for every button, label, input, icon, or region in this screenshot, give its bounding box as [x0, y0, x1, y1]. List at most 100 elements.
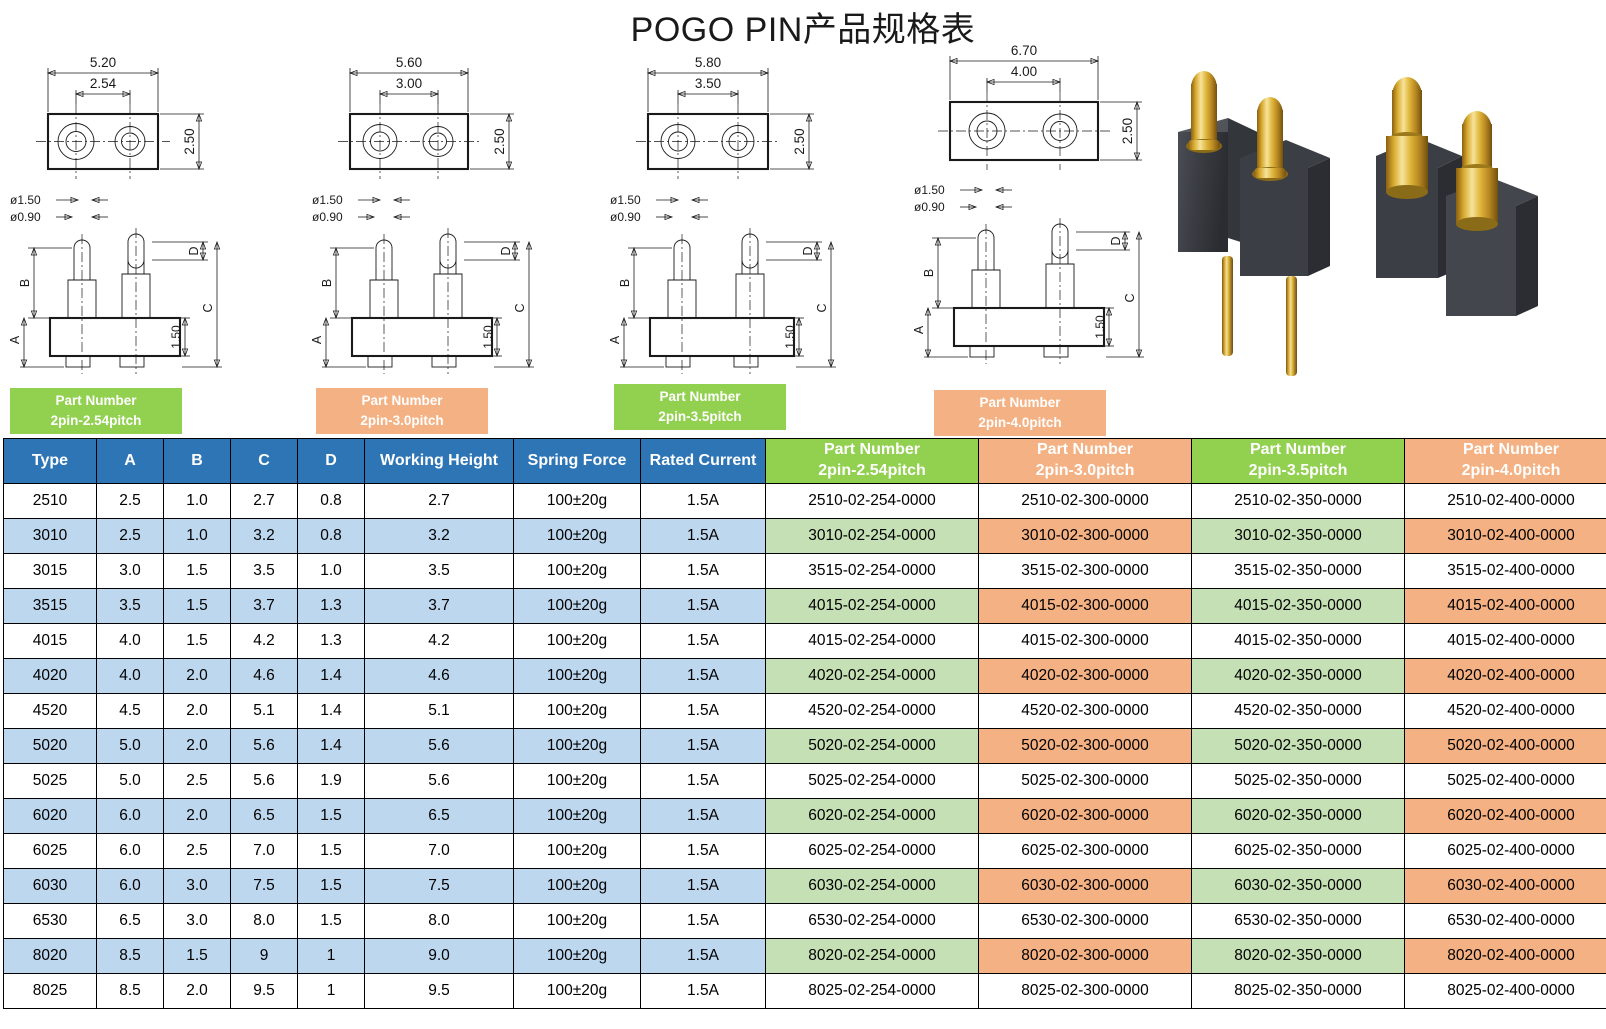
dim-overall-width-4: 6.70: [1011, 43, 1037, 58]
cell-type: 5020: [3, 728, 97, 764]
cell-pn3: 8020-02-350-0000: [1191, 938, 1405, 974]
col-header-c: C: [230, 438, 298, 484]
dim-overall-width-3: 5.80: [695, 55, 721, 70]
cell-sf: 100±20g: [513, 903, 641, 939]
cell-d: 1.0: [297, 553, 365, 589]
dim-base-height-2: 1.50: [481, 325, 495, 349]
pn-header-line1: Part Number: [1462, 441, 1560, 459]
cell-pn3: 5020-02-350-0000: [1191, 728, 1405, 764]
cell-pn4: 6030-02-400-0000: [1404, 868, 1606, 904]
cell-a: 6.0: [96, 798, 164, 834]
cell-type: 6530: [3, 903, 97, 939]
cell-pn3: 8025-02-350-0000: [1191, 973, 1405, 1009]
dim-dia-large-2: ø1.50: [312, 193, 343, 207]
cell-c: 5.6: [230, 763, 298, 799]
dim-pitch-3: 3.50: [695, 76, 721, 91]
cell-wh: 7.0: [364, 833, 514, 869]
cell-a: 6.5: [96, 903, 164, 939]
cell-pn2: 4015-02-300-0000: [978, 588, 1192, 624]
badge-line2: 2pin-4.0pitch: [978, 415, 1062, 430]
label-B-2: B: [320, 279, 334, 287]
cell-d: 1.4: [297, 728, 365, 764]
cell-sf: 100±20g: [513, 728, 641, 764]
cell-c: 5.6: [230, 728, 298, 764]
cell-d: 1.9: [297, 763, 365, 799]
cell-pn3: 6020-02-350-0000: [1191, 798, 1405, 834]
cell-pn2: 5025-02-300-0000: [978, 763, 1192, 799]
badge-part-number-254: Part Number 2pin-2.54pitch: [10, 388, 182, 434]
drawing-group-2pin-2.54pitch: 5.20 2.54 2.50 ø1.50: [8, 46, 268, 388]
col-header-part-number-300: Part Number 2pin-3.0pitch: [978, 438, 1192, 484]
cell-type: 4015: [3, 623, 97, 659]
cell-pn1: 4015-02-254-0000: [765, 623, 979, 659]
cell-pn1: 3515-02-254-0000: [765, 553, 979, 589]
cell-pn4: 4015-02-400-0000: [1404, 588, 1606, 624]
cell-sf: 100±20g: [513, 518, 641, 554]
dim-dia-large-4: ø1.50: [914, 183, 945, 197]
cell-a: 4.0: [96, 623, 164, 659]
dim-height-4: 2.50: [1120, 118, 1135, 144]
cell-rc: 1.5A: [640, 588, 766, 624]
cell-pn2: 6025-02-300-0000: [978, 833, 1192, 869]
dim-overall-width-1: 5.20: [90, 55, 116, 70]
cell-type: 6025: [3, 833, 97, 869]
label-A-1: A: [8, 335, 22, 344]
cell-d: 1.4: [297, 658, 365, 694]
cell-pn1: 6025-02-254-0000: [765, 833, 979, 869]
cell-a: 5.0: [96, 763, 164, 799]
cell-wh: 2.7: [364, 483, 514, 519]
cell-sf: 100±20g: [513, 973, 641, 1009]
cell-pn2: 8020-02-300-0000: [978, 938, 1192, 974]
label-C-4: C: [1123, 293, 1137, 302]
cell-pn1: 8025-02-254-0000: [765, 973, 979, 1009]
badge-part-number-350: Part Number 2pin-3.5pitch: [614, 384, 786, 430]
cell-type: 4520: [3, 693, 97, 729]
badge-line1: Part Number: [361, 393, 443, 409]
cell-rc: 1.5A: [640, 483, 766, 519]
label-A-4: A: [912, 325, 926, 334]
cell-d: 1.3: [297, 588, 365, 624]
connector-left: [1178, 71, 1330, 376]
cell-wh: 8.0: [364, 903, 514, 939]
cell-pn4: 6530-02-400-0000: [1404, 903, 1606, 939]
pn-header-line2: 2pin-2.54pitch: [818, 462, 926, 479]
cell-sf: 100±20g: [513, 833, 641, 869]
cell-d: 1.5: [297, 868, 365, 904]
cell-sf: 100±20g: [513, 763, 641, 799]
side-view-drawing-3: ø1.50 ø0.90 B A D: [608, 188, 868, 388]
cell-sf: 100±20g: [513, 868, 641, 904]
pn-header-line2: 2pin-3.0pitch: [1035, 462, 1135, 479]
dim-height-2: 2.50: [492, 128, 507, 154]
cell-d: 1.5: [297, 833, 365, 869]
cell-a: 6.0: [96, 833, 164, 869]
cell-pn3: 6030-02-350-0000: [1191, 868, 1405, 904]
cell-c: 3.7: [230, 588, 298, 624]
cell-wh: 5.6: [364, 728, 514, 764]
cell-pn4: 5025-02-400-0000: [1404, 763, 1606, 799]
cell-pn1: 4020-02-254-0000: [765, 658, 979, 694]
cell-sf: 100±20g: [513, 658, 641, 694]
cell-pn2: 3515-02-300-0000: [978, 553, 1192, 589]
label-B-1: B: [18, 279, 32, 287]
pn-header-line1: Part Number: [823, 441, 921, 459]
cell-pn3: 3010-02-350-0000: [1191, 518, 1405, 554]
cell-pn1: 4015-02-254-0000: [765, 588, 979, 624]
cell-pn3: 4020-02-350-0000: [1191, 658, 1405, 694]
cell-wh: 6.5: [364, 798, 514, 834]
cell-type: 5025: [3, 763, 97, 799]
label-C-1: C: [201, 303, 215, 312]
cell-d: 1.5: [297, 903, 365, 939]
cell-pn4: 4520-02-400-0000: [1404, 693, 1606, 729]
cell-c: 4.6: [230, 658, 298, 694]
cell-pn4: 8020-02-400-0000: [1404, 938, 1606, 974]
drawing-group-2pin-4.0pitch: 6.70 4.00 2.50 ø1.50: [912, 36, 1172, 378]
cell-pn3: 4520-02-350-0000: [1191, 693, 1405, 729]
cell-b: 1.5: [163, 553, 231, 589]
